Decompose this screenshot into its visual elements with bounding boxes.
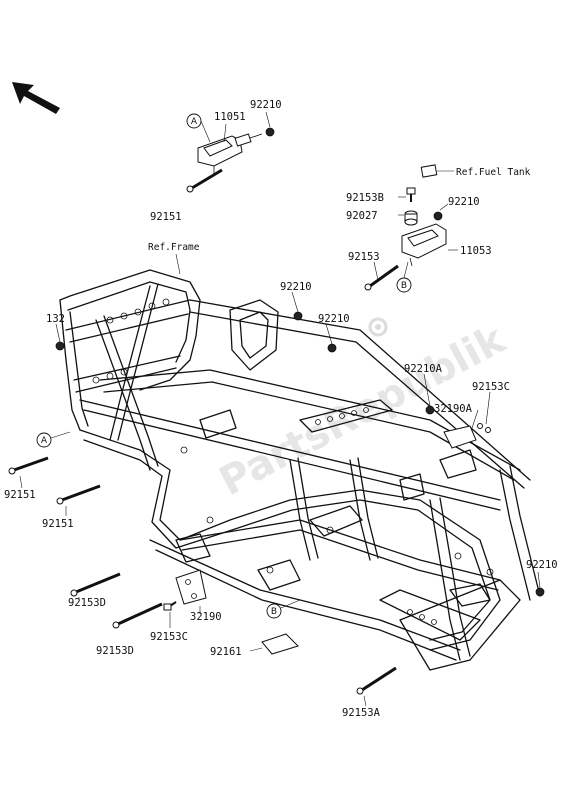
label-32190: 32190 [190,611,222,623]
label-92153d-1: 92153D [68,597,106,609]
main-frame [59,269,541,671]
label-ref-fuel-tank: Ref.Fuel Tank [456,167,531,178]
bolt-92153d-1 [70,572,121,597]
nut-132 [55,341,65,351]
label-92027: 92027 [346,210,378,222]
label-ref-frame: Ref.Frame [148,242,200,253]
bracket-32190a [443,423,491,449]
label-92153c-right: 92153C [472,381,510,393]
label-92153b: 92153B [346,192,384,204]
label-92151-left1: 92151 [4,489,36,501]
bolt-92151-left1 [8,456,49,475]
callout-b-top-letter: B [401,281,407,291]
label-92210-top: 92210 [250,99,282,111]
bolt-92151-top [186,168,223,193]
label-11051: 11051 [214,111,246,123]
callout-a-frame [36,432,52,448]
bolt-92153a [356,666,397,695]
label-92210a: 92210A [404,363,443,375]
label-92153a: 92153A [342,707,381,719]
nut-92210-right-top [433,211,443,221]
nut-92210-bottom-right [535,587,545,597]
callout-b-frame [266,603,282,619]
label-92210-mid2: 92210 [318,313,350,325]
bolt-92153b [406,187,416,202]
label-92210-right-top: 92210 [448,196,480,208]
label-92153c-bottom: 92153C [150,631,188,643]
bolt-92153c-bottom [163,601,177,611]
label-92151-top: 92151 [150,211,182,223]
bracket-11051 [197,133,263,176]
front-direction-arrow-icon [12,82,60,114]
nut-92210-mid2 [327,343,337,353]
callout-a-top-letter: A [191,117,198,127]
bolt-92151-left2 [56,484,101,505]
nut-92210-top [265,127,275,137]
bracket-32190 [175,569,207,605]
label-92153-right: 92153 [348,251,380,263]
collar-92027 [404,210,418,226]
watermark-gear-icon [368,317,388,337]
label-92161: 92161 [210,646,242,658]
label-92210-bottom-right: 92210 [526,559,558,571]
label-92210-mid1: 92210 [280,281,312,293]
bolt-92153-right [364,264,399,291]
callout-b-frame-letter: B [271,607,277,617]
callout-a-frame-letter: A [41,436,48,446]
bracket-11053 [401,223,447,267]
nut-92210a [425,405,435,415]
cover-92161 [261,633,299,655]
label-92151-left2: 92151 [42,518,74,530]
label-92153d-2: 92153D [96,645,134,657]
ref-fuel-tank-block [420,164,438,178]
bolt-92153d-2 [112,602,163,629]
label-132: 132 [46,313,65,325]
label-32190a: 32190A [434,403,473,415]
label-11053: 11053 [460,245,492,257]
nut-92210-mid1 [293,311,303,321]
